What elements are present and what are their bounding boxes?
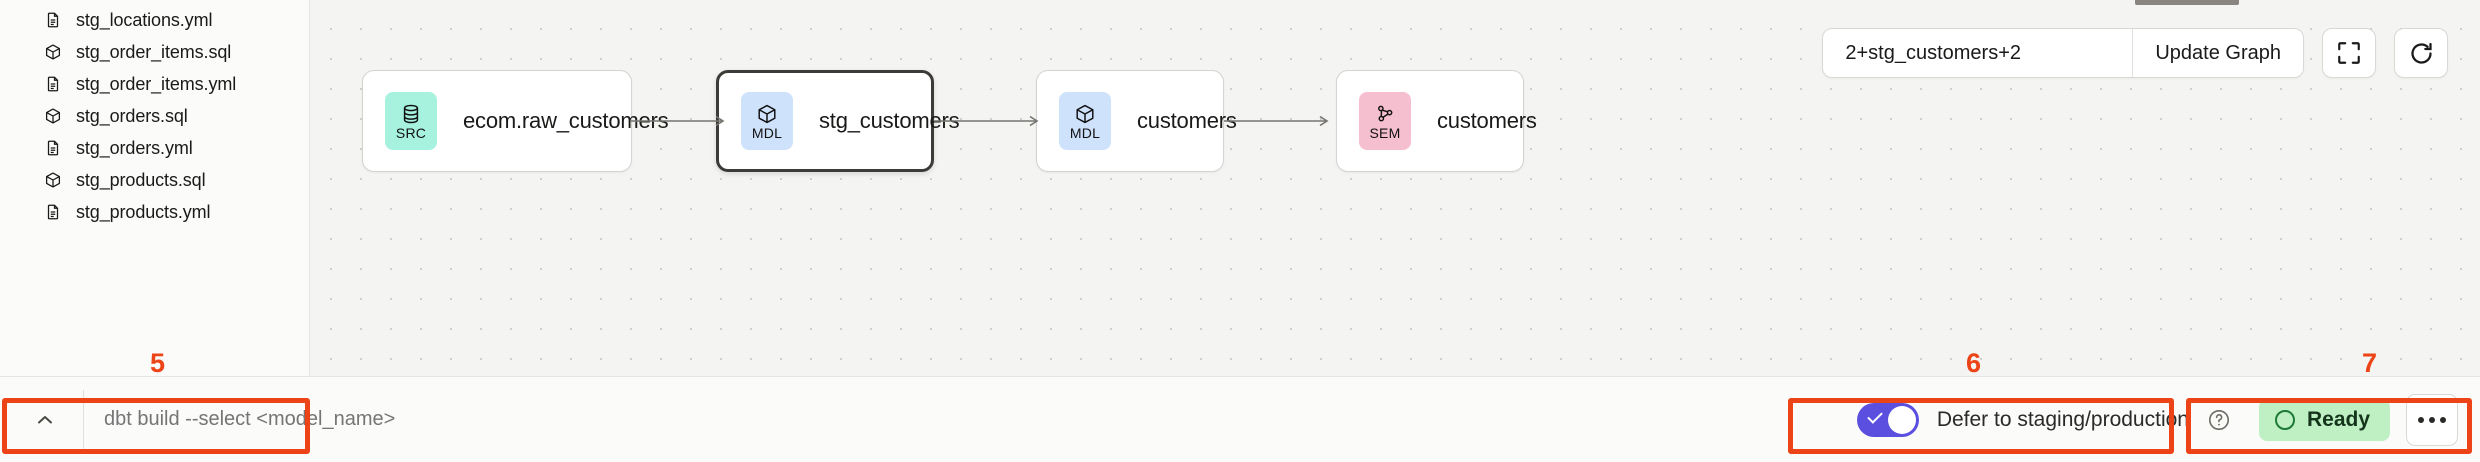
toggle-knob bbox=[1887, 405, 1916, 434]
graph-selector-input[interactable] bbox=[1823, 29, 2133, 77]
graph-node-label: customers bbox=[1437, 108, 1537, 133]
cube-sql-icon bbox=[45, 172, 61, 188]
file-list-item-label: stg_products.yml bbox=[76, 201, 211, 222]
graph-node-ecom-raw-customers[interactable]: SRC ecom.raw_customers bbox=[362, 70, 669, 172]
file-list-item-label: stg_products.sql bbox=[76, 169, 206, 190]
circle-icon bbox=[2274, 409, 2295, 430]
file-list-item[interactable]: stg_orders.sql bbox=[0, 100, 309, 132]
node-badge-label: MDL bbox=[1069, 124, 1101, 141]
file-explorer-sidebar: stg_locations.yml stg_order_items.sql st… bbox=[0, 0, 310, 376]
file-list-item-label: stg_order_items.sql bbox=[76, 41, 232, 62]
file-list-item-label: stg_orders.yml bbox=[76, 137, 193, 158]
graph-toolbar: Update Graph bbox=[1822, 28, 2448, 78]
node-badge-label: SRC bbox=[395, 124, 427, 141]
file-list-item[interactable]: stg_locations.yml bbox=[0, 4, 309, 36]
file-list-item-label: stg_locations.yml bbox=[76, 9, 213, 30]
file-list-item[interactable]: stg_products.yml bbox=[0, 196, 309, 228]
command-bar bbox=[6, 389, 614, 450]
edge-src-to-stg bbox=[630, 115, 725, 127]
file-yml-icon bbox=[47, 204, 59, 220]
lineage-graph-canvas[interactable]: Update Graph bbox=[310, 0, 2480, 376]
node-badge-src: SRC bbox=[385, 92, 437, 150]
help-circle-icon[interactable] bbox=[2207, 408, 2231, 432]
status-bar-right: Defer to staging/production Ready bbox=[1835, 377, 2480, 462]
database-icon bbox=[403, 104, 419, 123]
refresh-icon bbox=[2410, 42, 2432, 64]
node-badge-label: SEM bbox=[1369, 124, 1401, 141]
graph-node-customers-semantic[interactable]: SEM customers bbox=[1336, 70, 1537, 172]
more-horizontal-icon bbox=[2418, 416, 2424, 423]
file-list-item-label: stg_orders.sql bbox=[76, 105, 188, 126]
file-list-item[interactable]: stg_order_items.yml bbox=[0, 68, 309, 100]
more-horizontal-icon bbox=[2429, 416, 2435, 423]
more-horizontal-icon bbox=[2440, 416, 2446, 423]
more-options-button[interactable] bbox=[2406, 393, 2458, 446]
node-badge-sem: SEM bbox=[1359, 92, 1411, 150]
file-list-item-label: stg_order_items.yml bbox=[76, 73, 237, 94]
file-yml-icon bbox=[47, 140, 59, 156]
run-status-group: Ready bbox=[2258, 393, 2458, 446]
file-yml-icon bbox=[47, 12, 59, 28]
edge-customers-to-sem bbox=[1224, 115, 1329, 127]
status-badge[interactable]: Ready bbox=[2258, 398, 2390, 441]
node-badge-mdl: MDL bbox=[1059, 92, 1111, 150]
update-graph-button[interactable]: Update Graph bbox=[2133, 29, 2303, 77]
edge-stg-to-customers bbox=[934, 115, 1039, 127]
file-list-item[interactable]: stg_orders.yml bbox=[0, 132, 309, 164]
defer-toggle[interactable] bbox=[1856, 402, 1919, 437]
cube-icon bbox=[758, 104, 776, 123]
file-list-item[interactable]: stg_products.sql bbox=[0, 164, 309, 196]
graph-selector-group: Update Graph bbox=[1822, 28, 2304, 78]
command-input[interactable] bbox=[84, 389, 614, 450]
file-yml-icon bbox=[47, 76, 59, 92]
cube-sql-icon bbox=[45, 44, 61, 60]
node-badge-mdl: MDL bbox=[741, 92, 793, 150]
fit-to-screen-icon bbox=[2338, 42, 2360, 64]
graph-node-customers-model[interactable]: MDL customers bbox=[1036, 70, 1237, 172]
refresh-graph-button[interactable] bbox=[2394, 28, 2448, 78]
check-icon bbox=[1867, 407, 1883, 424]
active-tab-indicator bbox=[2135, 0, 2239, 5]
defer-setting-group: Defer to staging/production bbox=[1835, 402, 2259, 437]
file-list: stg_locations.yml stg_order_items.sql st… bbox=[0, 0, 309, 228]
status-badge-label: Ready bbox=[2306, 407, 2370, 431]
graph-node-stg-customers[interactable]: MDL stg_customers bbox=[716, 70, 960, 172]
semantic-graph-icon bbox=[1378, 105, 1393, 121]
file-list-item[interactable]: stg_order_items.sql bbox=[0, 36, 309, 68]
cube-icon bbox=[1076, 104, 1094, 123]
chevron-up-icon bbox=[37, 415, 52, 423]
graph-node-label: customers bbox=[1137, 108, 1237, 133]
cube-sql-icon bbox=[45, 108, 61, 124]
fit-to-screen-button[interactable] bbox=[2322, 28, 2376, 78]
collapse-panel-button[interactable] bbox=[6, 389, 84, 450]
node-badge-label: MDL bbox=[751, 124, 783, 141]
toolbar-divider bbox=[2132, 29, 2134, 77]
bottom-status-bar: Defer to staging/production Ready bbox=[0, 376, 2480, 462]
defer-label: Defer to staging/production bbox=[1936, 407, 2189, 431]
